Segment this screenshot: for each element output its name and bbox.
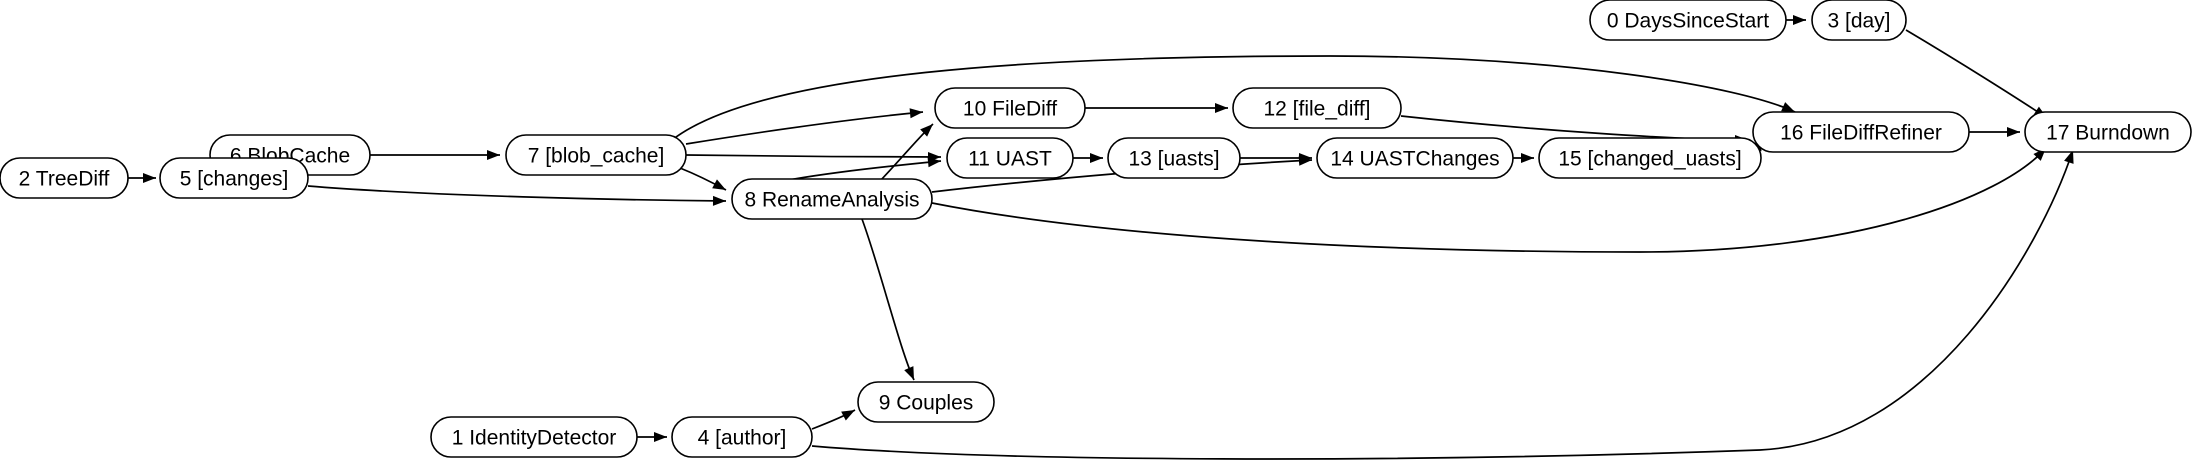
edge-n2-to-n5: [128, 173, 156, 183]
arrowhead-icon: [904, 366, 914, 380]
graph-node-8-renameanalysis[interactable]: 8 RenameAnalysis: [731, 178, 933, 220]
arrowhead-icon: [920, 124, 933, 137]
node-shape[interactable]: [1316, 137, 1514, 179]
edge-layer: [128, 15, 2074, 460]
node-label: 17 Burndown: [2046, 122, 2170, 145]
arrowhead-icon: [927, 157, 941, 168]
edge-n16-to-n17: [1969, 127, 2020, 137]
graph-node-1-identitydetector[interactable]: 1 IdentityDetector: [430, 416, 638, 458]
graph-node-4-author[interactable]: 4 [author]: [671, 416, 813, 458]
edge-n0-to-n3: [1786, 15, 1806, 25]
node-label: 11 UAST: [968, 148, 1052, 171]
node-shape[interactable]: [1538, 137, 1762, 179]
edge-n5-to-n8: [307, 185, 727, 206]
node-label: 14 UASTChanges: [1330, 148, 1499, 171]
graph-node-9-couples[interactable]: 9 Couples: [857, 381, 995, 423]
arrowhead-icon: [143, 173, 156, 183]
arrowhead-icon: [2007, 127, 2020, 137]
graph-node-12-filediff[interactable]: 12 [file_diff]: [1232, 87, 1402, 129]
node-label: 5 [changes]: [180, 168, 289, 191]
node-shape[interactable]: [1589, 0, 1787, 41]
arrowhead-icon: [654, 432, 667, 442]
graph-node-3-day[interactable]: 3 [day]: [1811, 0, 1907, 41]
graph-node-10-filediff[interactable]: 10 FileDiff: [934, 87, 1086, 129]
node-label: 2 TreeDiff: [19, 168, 110, 191]
node-label: 8 RenameAnalysis: [744, 189, 919, 212]
arrowhead-icon: [487, 150, 500, 160]
edge-n7-to-n8: [679, 167, 727, 191]
node-label: 13 [uasts]: [1128, 148, 1219, 171]
graph-node-11-uast[interactable]: 11 UAST: [946, 137, 1074, 179]
edge-n14-to-n15: [1513, 153, 1534, 163]
node-shape[interactable]: [0, 157, 129, 199]
node-shape[interactable]: [430, 416, 638, 458]
arrowhead-icon: [1781, 102, 1795, 112]
graph-node-7-blobcache[interactable]: 7 [blob_cache]: [505, 134, 687, 176]
edge-n4-to-n17: [811, 149, 2074, 460]
graph-node-5-changes[interactable]: 5 [changes]: [159, 157, 309, 199]
edge-n4-to-n9: [811, 409, 856, 430]
arrowhead-icon: [712, 195, 726, 206]
node-shape[interactable]: [731, 178, 933, 220]
edge-n10-to-n12: [1085, 103, 1228, 113]
graph-node-13-uasts[interactable]: 13 [uasts]: [1107, 137, 1241, 179]
arrowhead-icon: [1299, 153, 1312, 163]
node-label: 16 FileDiffRefiner: [1780, 122, 1942, 145]
graph-node-16-filediffrefiner[interactable]: 16 FileDiffRefiner: [1752, 111, 1970, 153]
edge-line: [307, 185, 727, 202]
node-label: 9 Couples: [879, 392, 974, 415]
arrowhead-icon: [909, 108, 923, 119]
arrowhead-icon: [1090, 153, 1103, 163]
edge-n6-to-n7: [370, 150, 500, 160]
arrowhead-icon: [712, 179, 726, 190]
edge-n1-to-n4: [637, 432, 667, 442]
node-label: 10 FileDiff: [963, 98, 1057, 121]
node-label: 12 [file_diff]: [1263, 98, 1370, 121]
node-label: 15 [changed_uasts]: [1558, 148, 1741, 171]
arrowhead-icon: [841, 410, 855, 421]
arrowhead-icon: [1521, 153, 1534, 163]
node-shape[interactable]: [857, 381, 995, 423]
node-shape[interactable]: [1232, 87, 1402, 129]
edge-line: [931, 147, 2047, 253]
edge-n11-to-n13: [1073, 153, 1103, 163]
node-shape[interactable]: [1811, 0, 1907, 41]
node-label: 7 [blob_cache]: [528, 145, 665, 168]
node-shape[interactable]: [671, 416, 813, 458]
node-label: 4 [author]: [698, 427, 787, 450]
node-shape[interactable]: [505, 134, 687, 176]
graph-node-0-dayssincestart[interactable]: 0 DaysSinceStart: [1589, 0, 1787, 41]
edge-n13-to-n14: [1240, 153, 1312, 163]
node-shape[interactable]: [159, 157, 309, 199]
edge-n7-to-n16: [671, 55, 1796, 141]
arrowhead-icon: [2064, 150, 2074, 164]
node-shape[interactable]: [2024, 111, 2192, 153]
graph-node-15-changeduasts[interactable]: 15 [changed_uasts]: [1538, 137, 1762, 179]
edge-n8-to-n9: [861, 218, 915, 381]
node-label: 0 DaysSinceStart: [1607, 10, 1769, 33]
edge-line: [671, 55, 1796, 141]
arrowhead-icon: [1215, 103, 1228, 113]
edge-line: [1905, 29, 2048, 119]
node-shape[interactable]: [934, 87, 1086, 129]
edge-line: [861, 218, 915, 381]
graph-node-14-uastchanges[interactable]: 14 UASTChanges: [1316, 137, 1514, 179]
edge-line: [685, 154, 942, 158]
node-shape[interactable]: [1752, 111, 1970, 153]
graph-node-2-treediff[interactable]: 2 TreeDiff: [0, 157, 129, 199]
arrowhead-icon: [1793, 15, 1806, 25]
node-shape[interactable]: [1107, 137, 1241, 179]
graph-node-17-burndown[interactable]: 17 Burndown: [2024, 111, 2192, 153]
node-shape[interactable]: [946, 137, 1074, 179]
node-label: 3 [day]: [1827, 10, 1890, 33]
edge-line: [811, 149, 2074, 460]
edge-line: [685, 111, 924, 145]
edge-n8-to-n10: [879, 123, 934, 182]
edge-n7-to-n10: [685, 108, 924, 145]
edge-line: [1400, 115, 1749, 141]
edge-n3-to-n17: [1905, 29, 2048, 119]
node-label: 1 IdentityDetector: [452, 427, 617, 450]
